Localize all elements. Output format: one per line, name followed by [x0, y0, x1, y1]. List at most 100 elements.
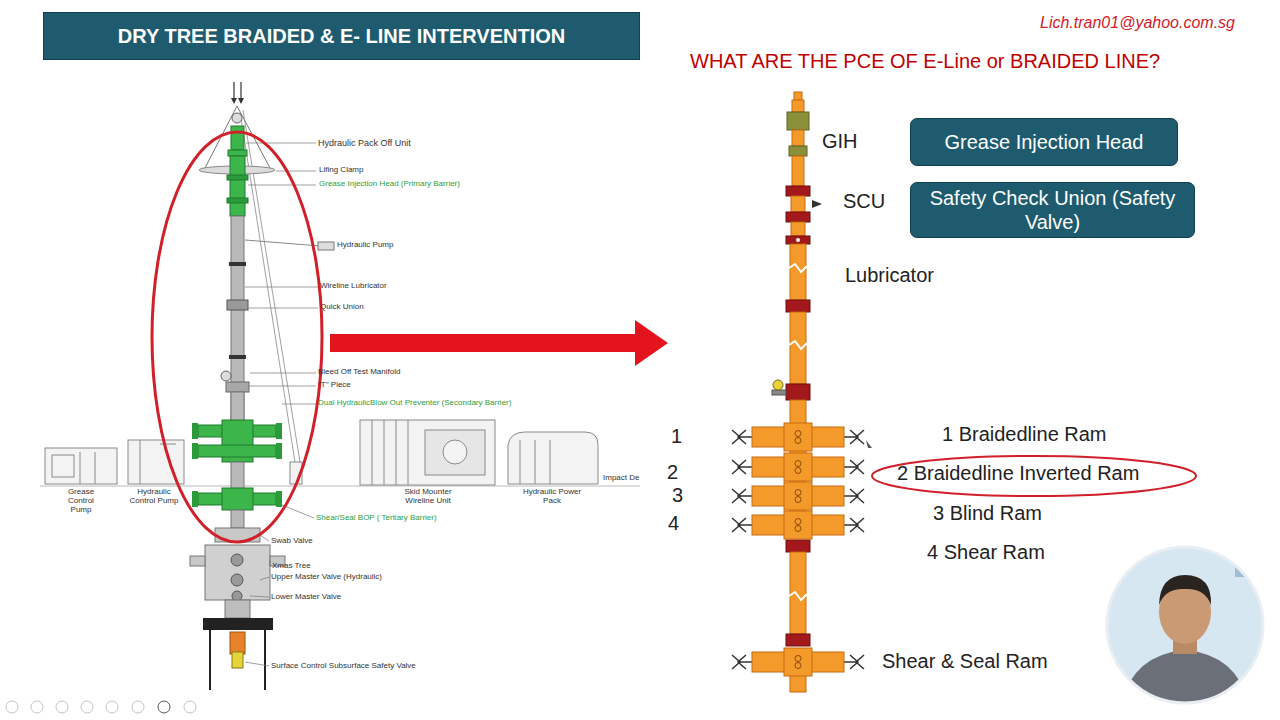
drawing-shape: [786, 186, 810, 196]
drawing-shape: [796, 238, 800, 242]
part-label: "T" Piece: [318, 380, 351, 389]
pointer-arrow: [330, 320, 668, 366]
drawing-shape: [384, 420, 385, 485]
pce-name-box: Safety Check Union (Safety Valve): [910, 182, 1195, 238]
drawing-shape: [791, 196, 805, 212]
ram-label: 3 Blind Ram: [933, 502, 1042, 525]
drawing-shape: [792, 100, 804, 112]
drawing-shape: [276, 423, 282, 439]
drawing-shape: [443, 440, 467, 464]
drawing-shape: [732, 648, 864, 676]
drawing-shape: [192, 423, 198, 439]
drawing-shape: [231, 392, 244, 422]
drawing-shape: [732, 511, 864, 539]
drawing-shape: [408, 420, 409, 485]
drawing-shape: [158, 701, 170, 713]
drawing-shape: [221, 371, 231, 381]
part-label: Lubricator: [845, 264, 934, 287]
drawing-shape: [231, 126, 244, 150]
drawing-shape: [205, 545, 270, 600]
drawing-shape: [229, 262, 246, 266]
drawing-shape: [786, 236, 810, 244]
equipment-label: Skid Mounter Wireline Unit: [392, 488, 464, 506]
drawing-shape: [229, 355, 246, 359]
drawing-shape: [508, 432, 598, 484]
drawing-shape: [230, 632, 245, 654]
drawing-shape: [732, 482, 864, 510]
slide-controls: [6, 701, 196, 713]
drawing-shape: [396, 420, 397, 485]
drawing-shape: [140, 440, 141, 484]
drawing-shape: [550, 440, 551, 484]
drawing-shape: [192, 491, 198, 507]
part-label: Lower Master Valve: [271, 592, 341, 601]
drawing-shape: [812, 200, 822, 208]
drawing-shape: [222, 488, 253, 510]
drawing-shape: [1120, 650, 1250, 710]
drawing-shape: [794, 92, 802, 100]
part-label: Surface Control Subsurface Safety Valve: [271, 661, 416, 670]
part-abbreviation: GIH: [822, 130, 858, 153]
drawing-shape: [248, 308, 318, 309]
drawing-shape: [240, 82, 241, 100]
drawing-shape: [1159, 575, 1211, 605]
drawing-shape: [790, 312, 806, 384]
pce-stack: [772, 92, 822, 692]
drawing-shape: [227, 300, 248, 310]
drawing-shape: [231, 574, 243, 586]
drawing-shape: [106, 701, 118, 713]
pce-name-box: Grease Injection Head: [910, 118, 1178, 166]
callout-number: 4: [668, 512, 679, 535]
drawing-shape: [45, 448, 117, 484]
drawing-shape: [786, 384, 810, 400]
drawing-shape: [232, 113, 242, 123]
drawing-shape: [260, 535, 269, 541]
ram-label: 4 Shear Ram: [927, 541, 1045, 564]
drawing-shape: [231, 554, 243, 566]
drawing-shape: [184, 701, 196, 713]
part-label: Grease Injection Head (Primary Barrier): [319, 179, 460, 188]
drawing-shape: [230, 156, 245, 216]
question-heading: WHAT ARE THE PCE OF E-Line or BRAIDED LI…: [690, 50, 1160, 73]
equipment-label: Impact De: [603, 473, 639, 482]
drawing-shape: [245, 240, 320, 246]
drawing-shape: [264, 630, 266, 690]
drawing-shape: [789, 264, 807, 272]
drawing-shape: [245, 287, 318, 288]
drawing-shape: [192, 443, 198, 459]
drawing-shape: [360, 420, 495, 485]
drawing-shape: [772, 390, 786, 395]
drawing-shape: [250, 596, 269, 597]
surface-equipment: [40, 420, 640, 486]
drawing-shape: [789, 341, 807, 349]
drawing-shape: [190, 556, 205, 566]
part-label: Lifing Clamp: [319, 165, 363, 174]
webcam-overlay: [1100, 540, 1270, 710]
drawing-shape: [1110, 555, 1130, 569]
drawing-shape: [6, 701, 18, 713]
drawing-shape: [425, 430, 485, 475]
drawing-shape: [228, 150, 247, 156]
drawing-shape: [231, 98, 237, 104]
drawing-shape: [786, 634, 810, 646]
drawing-shape: [372, 420, 373, 485]
drawing-shape: [1100, 540, 1270, 710]
drawing-shape: [773, 380, 783, 390]
part-label: Bleed Off Test Manifold: [318, 367, 400, 376]
drawing-shape: [52, 455, 74, 477]
ram-bodies: [732, 423, 864, 676]
drawing-shape: [209, 630, 211, 690]
title-banner: DRY TREE BRAIDED & E- LINE INTERVENTION: [43, 12, 640, 60]
ram-label: 1 Braidedline Ram: [942, 423, 1107, 446]
drawing-shape: [245, 662, 269, 666]
drawing-shape: [789, 592, 807, 600]
part-label: Quick Union: [320, 302, 364, 311]
drawing-shape: [786, 300, 810, 312]
drawing-shape: [318, 242, 334, 250]
highlight-ellipse: [872, 456, 1196, 496]
drawing-shape: [791, 222, 805, 236]
drawing-shape: [790, 552, 806, 634]
drawing-shape: [787, 112, 809, 130]
drawing-shape: [227, 175, 248, 180]
callout-number: 2: [667, 461, 678, 484]
